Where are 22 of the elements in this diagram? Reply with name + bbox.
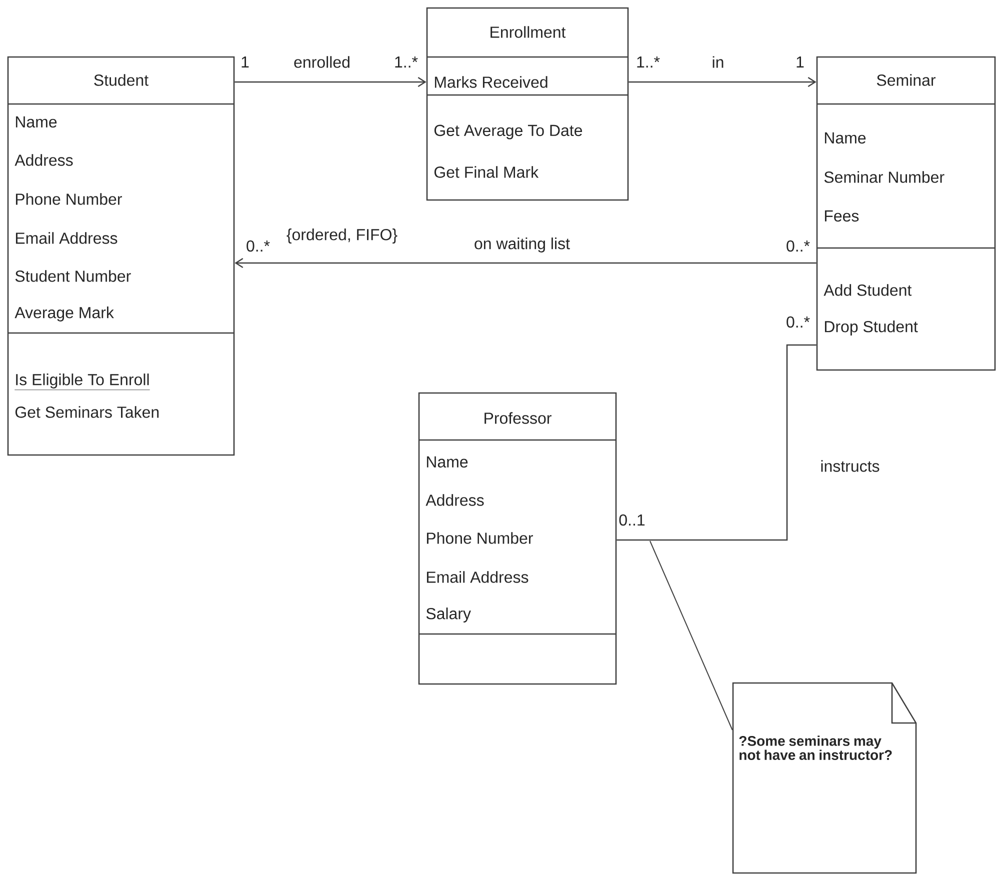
multiplicity-label: 1 — [796, 56, 804, 68]
multiplicity-label: 0..1 — [619, 514, 645, 526]
class-box: Seminar Name Seminar Number Fees Add Student Drop Student — [816, 56, 996, 371]
class-box: Enrollment Marks Received Get Average To Date Get Final Mark — [426, 7, 629, 201]
multiplicity-label: 1..* — [637, 56, 660, 68]
leader-line — [650, 540, 733, 730]
edge-label: instructs — [819, 459, 881, 473]
multiplicity-label: 1..* — [395, 56, 418, 68]
multiplicity-label: 0..* — [246, 240, 270, 252]
association-arrow — [628, 76, 816, 88]
class-box: Student Name Address Phone Number Email Address Student Number Average Mark Is Eligible To Enroll Get Seminars Taken — [7, 56, 235, 456]
constraint-label: {ordered, FIFO} — [286, 228, 398, 244]
multiplicity-label: 0..* — [786, 240, 810, 252]
edge-label: on waiting list — [472, 236, 572, 254]
multiplicity-label: 1 — [242, 56, 249, 68]
association-line — [616, 344, 816, 541]
association-arrow — [234, 258, 816, 268]
association-arrow — [234, 76, 426, 88]
class-box: Professor Name Address Phone Number Email Address Salary — [418, 392, 617, 685]
edge-label: enrolled — [292, 55, 352, 69]
edge-label: in — [710, 55, 726, 69]
note-box: ?Some seminars may not have an instructor? — [732, 682, 917, 874]
